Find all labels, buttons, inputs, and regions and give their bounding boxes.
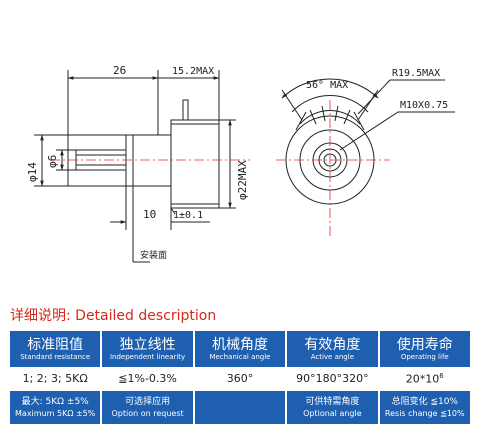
header-cell: 使用寿命 Operating life — [379, 331, 470, 368]
value-row: 1; 2; 3; 5KΩ ≦1%-0.3% 360° 90°180°320° 2… — [10, 369, 470, 389]
footer-en: Option on request — [111, 408, 184, 418]
footer-en: Resis change ≦10% — [384, 408, 465, 418]
dim-shaft-max: 15.2MAX — [172, 66, 214, 77]
header-cn: 有效角度 — [304, 336, 361, 353]
side-view — [34, 70, 236, 263]
footer-row: 最大: 5KΩ ±5% Maximum 5KΩ ±5% 可选择应用 Option… — [10, 390, 470, 424]
footer-cn: 总阻变化 ≦10% — [391, 396, 458, 407]
dim-tolerance: 1±0.1 — [173, 210, 203, 221]
life-value: 20*10 — [405, 372, 440, 386]
footer-cell-empty — [194, 390, 286, 424]
angle-label: 56° MAX — [306, 80, 348, 91]
header-row: 标准阻值 Standard resistance 独立线性 Independen… — [10, 331, 470, 368]
terminal-pin — [182, 99, 189, 121]
potentiometer-body — [170, 119, 220, 209]
footer-cell: 可供特需角度 Optional angle — [287, 390, 378, 424]
header-en: Independent linearity — [109, 352, 186, 361]
front-view — [281, 78, 455, 205]
dim-flat: 10 — [143, 208, 156, 221]
mount-surface-label: 安装面 — [140, 249, 167, 261]
dim-d14: φ14 — [26, 162, 39, 182]
header-en: Operating life — [400, 352, 449, 361]
value-cell: ≦1%-0.3% — [102, 369, 193, 389]
header-en: Standard resistance — [20, 352, 91, 361]
footer-cn: 可选择应用 — [125, 396, 171, 407]
header-cn: 机械角度 — [211, 336, 268, 353]
life-exponent: 6 — [439, 372, 444, 381]
value-cell: 360° — [194, 369, 286, 389]
header-cn: 标准阻值 — [27, 336, 84, 353]
value-cell: 1; 2; 3; 5KΩ — [10, 369, 101, 389]
radius-label: R19.5MAX — [392, 68, 440, 79]
footer-cn: 可供特需角度 — [305, 396, 360, 407]
footer-cn: 最大: 5KΩ ±5% — [21, 396, 89, 407]
header-en: Mechanical angle — [209, 352, 271, 361]
header-en: Active angle — [310, 352, 355, 361]
footer-cell: 最大: 5KΩ ±5% Maximum 5KΩ ±5% — [10, 390, 101, 424]
header-cell: 有效角度 Active angle — [287, 331, 378, 368]
spec-table: 标准阻值 Standard resistance 独立线性 Independen… — [8, 329, 472, 426]
dim-length: 26 — [113, 64, 126, 77]
footer-cell: 总阻变化 ≦10% Resis change ≦10% — [379, 390, 470, 424]
thread-label: M10X0.75 — [400, 100, 448, 111]
technical-drawing: 26 15.2MAX φ14 φ6 φ22MAX 10 1±0.1 安装面 56… — [26, 64, 455, 263]
header-cell: 标准阻值 Standard resistance — [10, 331, 101, 368]
footer-cell: 可选择应用 Option on request — [102, 390, 193, 424]
value-cell: 20*106 — [379, 369, 470, 389]
header-cn: 使用寿命 — [396, 336, 453, 353]
footer-en: Maximum 5KΩ ±5% — [15, 408, 96, 418]
dim-body-diameter: φ22MAX — [236, 160, 249, 200]
header-cell: 机械角度 Mechanical angle — [194, 331, 286, 368]
value-cell: 90°180°320° — [287, 369, 378, 389]
description-title: 详细说明: Detailed description — [10, 308, 217, 324]
footer-en: Optional angle — [303, 408, 362, 418]
dim-d6: φ6 — [46, 155, 59, 168]
header-cn: 独立线性 — [119, 336, 176, 353]
header-cell: 独立线性 Independent linearity — [102, 331, 193, 368]
